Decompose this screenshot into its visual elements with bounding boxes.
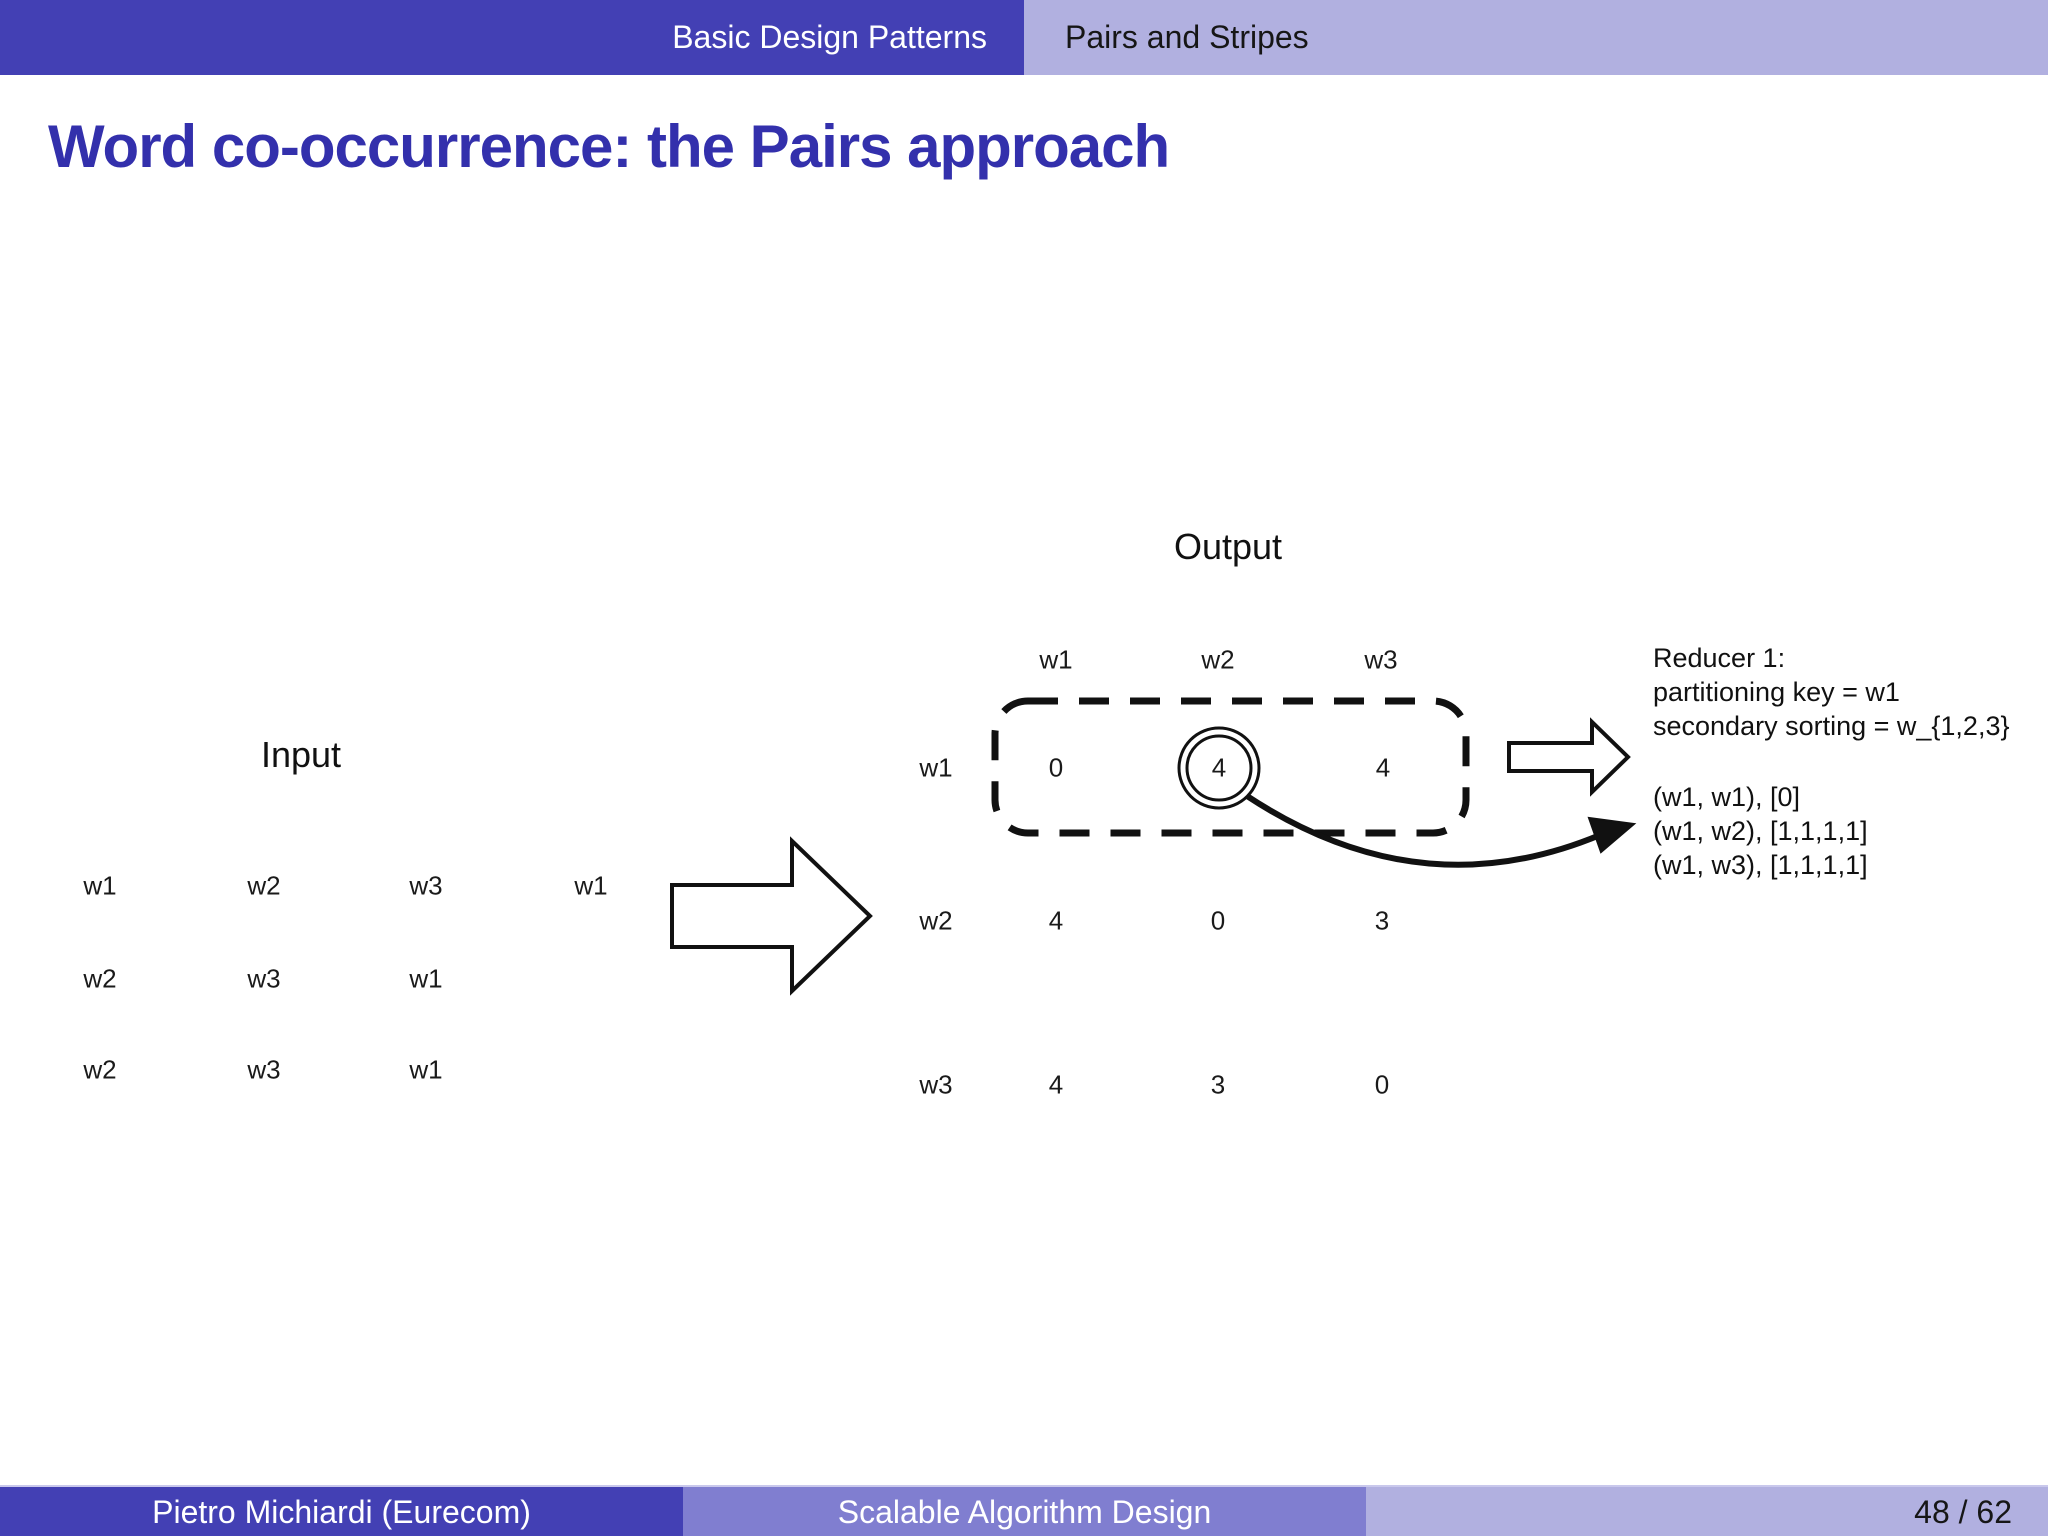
footer-author-cell: Pietro Michiardi (Eurecom) [0, 1487, 683, 1536]
section-label: Basic Design Patterns [672, 19, 987, 55]
matrix-col-header: w1 [1039, 644, 1073, 675]
input-word: w1 [574, 870, 608, 901]
matrix-cell: 3 [1374, 905, 1390, 936]
reducer-note-line: secondary sorting = w_{1,2,3} [1653, 711, 2010, 741]
emitted-pair-line: (w1, w2), [1,1,1,1] [1653, 816, 1868, 846]
header-section-cell: Basic Design Patterns [0, 0, 1024, 75]
reducer-emitted-pairs: (w1, w1), [0] (w1, w2), [1,1,1,1] (w1, w… [1653, 780, 1868, 882]
reducer-note-line: partitioning key = w1 [1653, 677, 1900, 707]
input-word: w2 [83, 963, 117, 994]
input-word: w1 [409, 1054, 443, 1085]
matrix-col-header: w3 [1364, 644, 1398, 675]
input-word: w2 [83, 1054, 117, 1085]
reducer-note: Reducer 1: partitioning key = w1 seconda… [1653, 641, 2009, 743]
emitted-pair-line: (w1, w3), [1,1,1,1] [1653, 850, 1868, 880]
matrix-row-header: w2 [919, 905, 953, 936]
matrix-row-header: w1 [919, 752, 953, 783]
subsection-label: Pairs and Stripes [1065, 19, 1309, 55]
page-title: Word co-occurrence: the Pairs approach [48, 113, 1170, 180]
matrix-row-header: w3 [919, 1069, 953, 1100]
block-arrow-icon [670, 836, 873, 996]
header-bar: Basic Design Patterns Pairs and Stripes [0, 0, 2048, 75]
matrix-cell: 4 [1375, 752, 1391, 783]
input-word: w3 [247, 963, 281, 994]
footer-page-number: 48 / 62 [1914, 1494, 2012, 1530]
footer-bar: Pietro Michiardi (Eurecom) Scalable Algo… [0, 1485, 2048, 1536]
footer-course-cell: Scalable Algorithm Design [683, 1487, 1366, 1536]
input-word: w1 [83, 870, 117, 901]
emitted-pair-line: (w1, w1), [0] [1653, 782, 1801, 812]
input-word: w3 [409, 870, 443, 901]
matrix-cell: 0 [1210, 905, 1226, 936]
matrix-cell: 4 [1048, 905, 1064, 936]
header-subsection-cell: Pairs and Stripes [1024, 0, 2048, 75]
matrix-col-header: w2 [1201, 644, 1235, 675]
highlight-circle-outer [1177, 726, 1261, 810]
input-word: w2 [247, 870, 281, 901]
input-word: w3 [247, 1054, 281, 1085]
matrix-cell: 0 [1048, 752, 1064, 783]
highlight-circle-inner [1185, 734, 1253, 802]
dashed-selection-box [991, 697, 1470, 837]
block-arrow-small-icon [1507, 717, 1631, 797]
footer-page-cell: 48 / 62 [1366, 1487, 2048, 1536]
footer-course: Scalable Algorithm Design [837, 1494, 1212, 1530]
matrix-cell: 3 [1210, 1069, 1226, 1100]
matrix-cell: 4 [1048, 1069, 1064, 1100]
curved-arrow-head [1587, 816, 1637, 854]
reducer-note-line: Reducer 1: [1653, 643, 1786, 673]
output-title: Output [1173, 526, 1283, 567]
curved-arrow [1245, 793, 1602, 868]
footer-author: Pietro Michiardi (Eurecom) [152, 1494, 531, 1530]
input-title: Input [260, 734, 342, 775]
matrix-cell-highlighted: 4 [1211, 752, 1227, 783]
matrix-cell: 0 [1374, 1069, 1390, 1100]
input-word: w1 [409, 963, 443, 994]
